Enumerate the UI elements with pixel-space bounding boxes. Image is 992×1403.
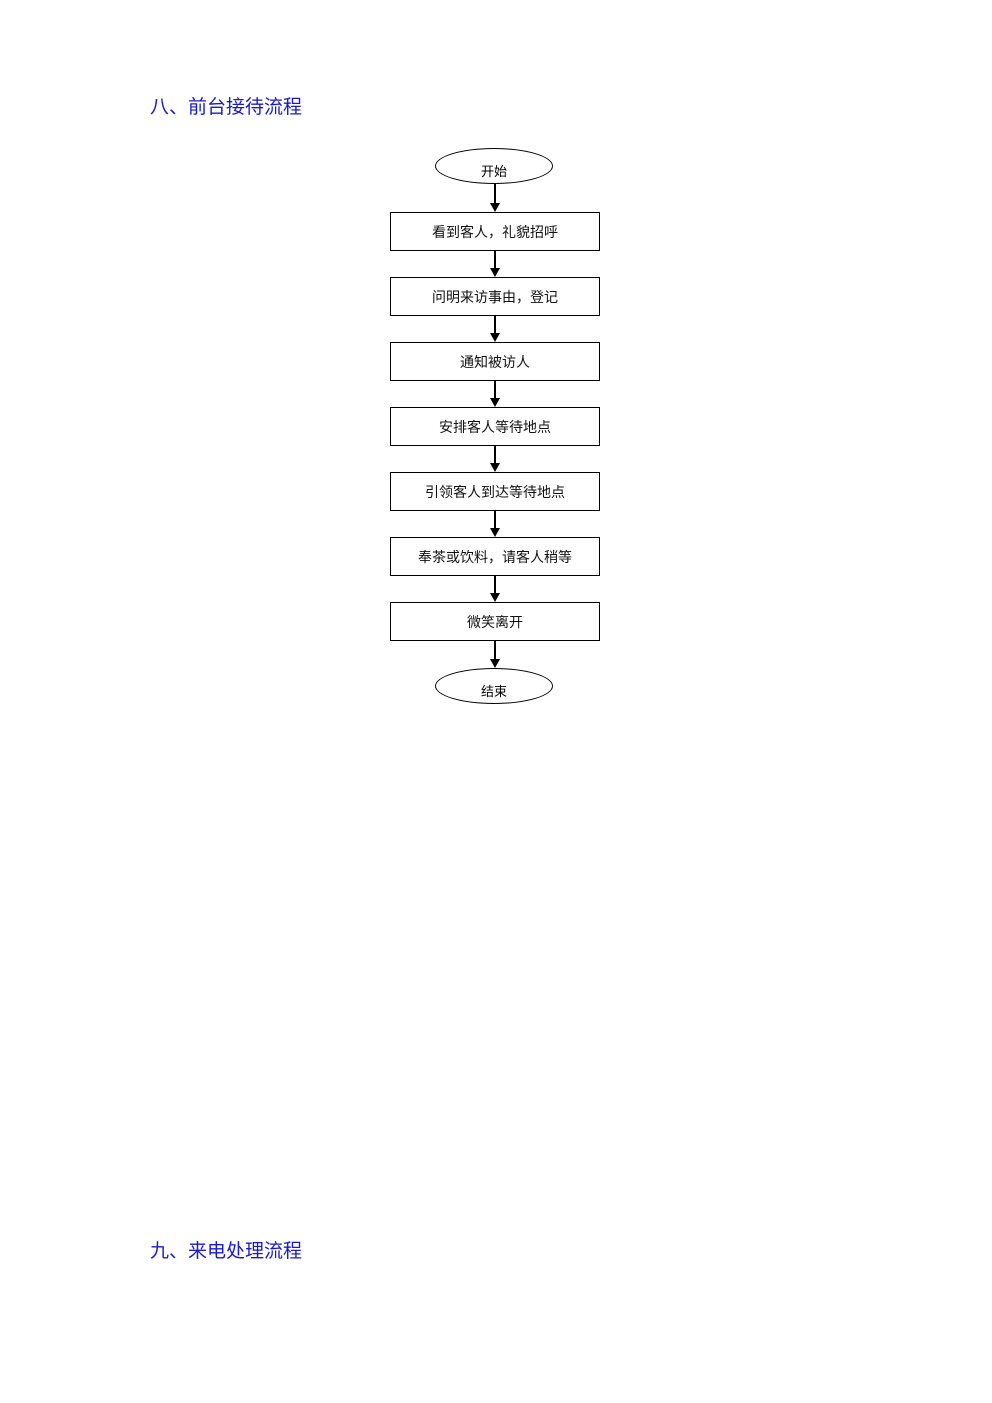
flow-arrowhead-icon [490,659,500,668]
flow-arrowhead-icon [490,333,500,342]
flow-connector-line [494,576,496,594]
flow-step-box: 奉茶或饮料，请客人稍等 [390,537,600,576]
flow-connector-line [494,316,496,334]
flow-connector-line [494,511,496,529]
flow-arrowhead-icon [490,593,500,602]
flow-connector-line [494,641,496,660]
flow-arrowhead-icon [490,463,500,472]
flow-start-terminal: 开始 [435,148,553,184]
flow-arrowhead-icon [490,528,500,537]
flow-arrowhead-icon [490,268,500,277]
flow-connector-line [494,184,496,204]
flow-step-box: 微笑离开 [390,602,600,641]
flow-start-label: 开始 [480,165,507,180]
section-heading-reception-flow: 八、前台接待流程 [150,96,303,118]
flow-end-terminal: 结束 [435,668,553,704]
flow-arrowhead-icon [490,203,500,212]
flow-step-box: 看到客人，礼貌招呼 [390,212,600,251]
flow-step-box: 通知被访人 [390,342,600,381]
section-heading-call-handling-flow: 九、来电处理流程 [150,1240,303,1262]
flow-step-box: 引领客人到达等待地点 [390,472,600,511]
flow-step-box: 问明来访事由，登记 [390,277,600,316]
flow-arrowhead-icon [490,398,500,407]
flow-connector-line [494,381,496,399]
flow-connector-line [494,446,496,464]
flow-step-box: 安排客人等待地点 [390,407,600,446]
flow-end-label: 结束 [480,685,507,700]
flow-connector-line [494,251,496,269]
